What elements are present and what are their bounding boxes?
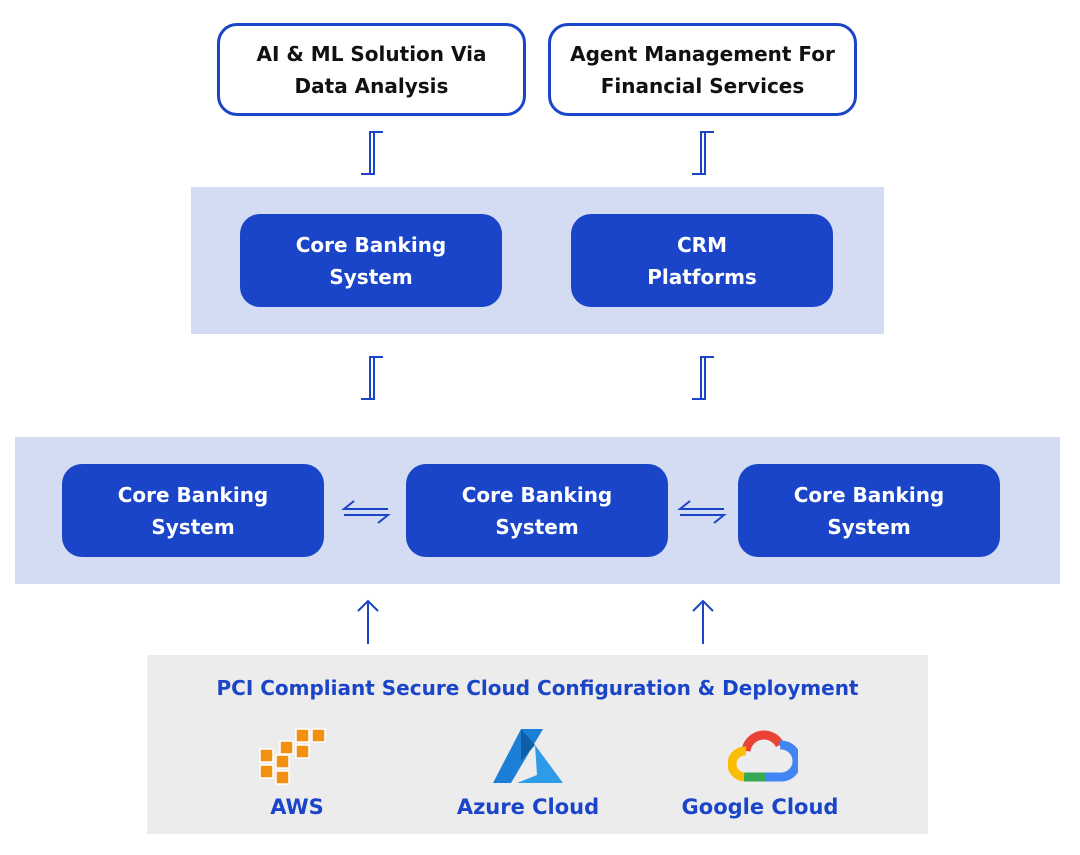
bidirectional-arrow-icon [361, 131, 383, 175]
box-line-1: Core Banking [461, 482, 613, 507]
box-line-2: System [329, 264, 413, 289]
box-line-2: Data Analysis [294, 73, 449, 98]
provider-label-google-cloud: Google Cloud [681, 795, 839, 819]
exchange-arrow-icon [677, 500, 727, 524]
box-line-2: System [495, 514, 579, 539]
box-line-2: System [827, 514, 911, 539]
core-banking-system-box: Core Banking System [240, 214, 502, 307]
box-line-1: Core Banking [117, 482, 269, 507]
cloud-panel-title: PCI Compliant Secure Cloud Configuration… [216, 676, 859, 700]
crm-platforms-box: CRM Platforms [571, 214, 833, 307]
cloud-deployment-panel [147, 655, 928, 834]
box-line-2: Platforms [647, 264, 757, 289]
bidirectional-arrow-icon [692, 356, 714, 400]
box-line-2: Financial Services [600, 73, 805, 98]
agent-management-box: Agent Management For Financial Services [548, 23, 857, 116]
box-line-1: Agent Management For [570, 41, 835, 66]
box-line-2: System [151, 514, 235, 539]
bidirectional-arrow-icon [361, 356, 383, 400]
core-banking-system-box: Core Banking System [62, 464, 324, 557]
core-banking-system-box: Core Banking System [406, 464, 668, 557]
box-line-1: Core Banking [295, 232, 447, 257]
up-arrow-icon [692, 599, 714, 644]
exchange-arrow-icon [341, 500, 391, 524]
aws-cubes-icon [259, 728, 326, 785]
box-line-1: AI & ML Solution Via [256, 41, 487, 66]
bidirectional-arrow-icon [692, 131, 714, 175]
ai-ml-solution-box: AI & ML Solution Via Data Analysis [217, 23, 526, 116]
core-banking-system-box: Core Banking System [738, 464, 1000, 557]
azure-icon [493, 729, 563, 783]
box-line-1: CRM [677, 232, 727, 257]
provider-label-aws: AWS [270, 795, 324, 819]
up-arrow-icon [357, 599, 379, 644]
google-cloud-icon [728, 730, 798, 782]
box-line-1: Core Banking [793, 482, 945, 507]
provider-label-azure: Azure Cloud [456, 795, 600, 819]
